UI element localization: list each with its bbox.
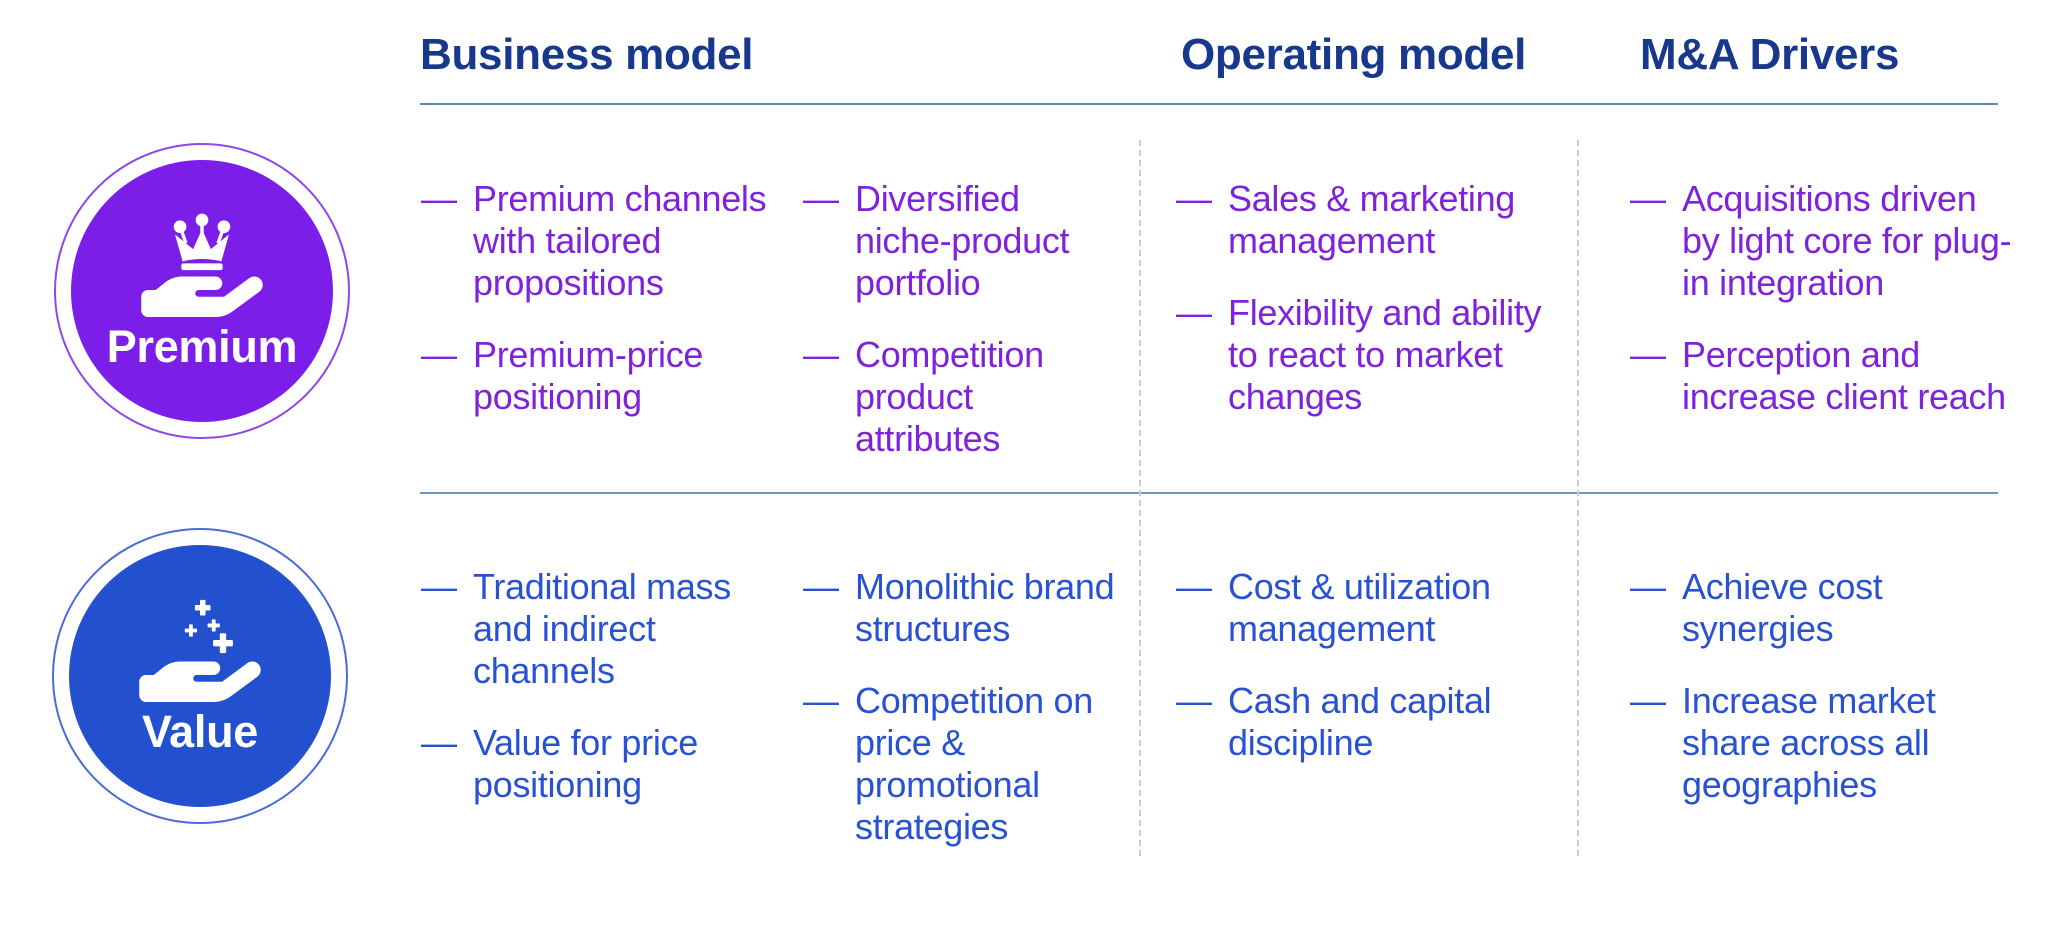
bullet-dash: — — [803, 680, 839, 721]
column-header-business-model: Business model — [420, 30, 754, 79]
crown-in-hand-icon — [141, 209, 263, 317]
bullet-text: Traditional mass and indirect channels — [473, 566, 731, 691]
bullet-dash: — — [1176, 566, 1212, 607]
bullet-item: — Diversified niche-product portfolio — [803, 178, 1115, 304]
bullet-text: Acquisitions driven by light core for pl… — [1682, 178, 2012, 303]
bullet-text: Competition on price & promotional strat… — [855, 680, 1093, 847]
value-badge-circle: Value — [69, 545, 331, 807]
bullet-dash: — — [1630, 178, 1666, 219]
bullet-dash: — — [1176, 178, 1212, 219]
cell-premium-business-model-a: — Premium channels with tailored proposi… — [421, 178, 793, 418]
header-underline — [420, 103, 1998, 105]
bullet-item: — Traditional mass and indirect channels — [421, 566, 793, 692]
column-divider-1 — [1139, 140, 1141, 856]
bullet-item: — Increase market share across all geogr… — [1630, 680, 2022, 806]
premium-badge: Premium — [54, 143, 350, 439]
cell-value-ma-drivers: — Achieve cost synergies — Increase mark… — [1630, 566, 2022, 806]
bullet-item: — Competition on price & promotional str… — [803, 680, 1115, 848]
premium-badge-circle: Premium — [71, 160, 333, 422]
bullet-dash: — — [803, 334, 839, 375]
bullet-text: Cash and capital discipline — [1228, 680, 1492, 763]
bullet-item: — Cash and capital discipline — [1176, 680, 1572, 764]
bullet-dash: — — [421, 722, 457, 763]
bullet-item: — Premium channels with tailored proposi… — [421, 178, 793, 304]
cell-value-business-model-a: — Traditional mass and indirect channels… — [421, 566, 793, 806]
cell-value-operating-model: — Cost & utilization management — Cash a… — [1176, 566, 1572, 764]
bullet-dash: — — [421, 566, 457, 607]
bullet-text: Premium channels with tailored propositi… — [473, 178, 767, 303]
bullet-text: Diversified niche-product portfolio — [855, 178, 1070, 303]
bullet-item: — Flexibility and ability to react to ma… — [1176, 292, 1572, 418]
bullet-dash: — — [421, 334, 457, 375]
cell-premium-business-model-b: — Diversified niche-product portfolio — … — [803, 178, 1115, 460]
cell-premium-operating-model: — Sales & marketing management — Flexibi… — [1176, 178, 1572, 418]
bullet-text: Achieve cost synergies — [1682, 566, 1883, 649]
bullet-dash: — — [1630, 334, 1666, 375]
bullet-dash: — — [803, 178, 839, 219]
value-badge: Value — [52, 528, 348, 824]
bullet-text: Premium-price positioning — [473, 334, 704, 417]
bullet-item: — Competition product attributes — [803, 334, 1115, 460]
sparkles-in-hand-icon — [139, 594, 261, 702]
bullet-dash: — — [421, 178, 457, 219]
premium-badge-label: Premium — [106, 321, 298, 372]
bullet-text: Competition product attributes — [855, 334, 1044, 459]
bullet-item: — Perception and increase client reach — [1630, 334, 2022, 418]
bullet-dash: — — [1176, 292, 1212, 333]
bullet-text: Increase market share across all geograp… — [1682, 680, 1936, 805]
bullet-item: — Achieve cost synergies — [1630, 566, 2022, 650]
bullet-text: Value for price positioning — [473, 722, 698, 805]
bullet-item: — Value for price positioning — [421, 722, 793, 806]
bullet-text: Monolithic brand structures — [855, 566, 1115, 649]
bullet-item: — Premium-price positioning — [421, 334, 793, 418]
bullet-item: — Acquisitions driven by light core for … — [1630, 178, 2022, 304]
column-header-ma-drivers: M&A Drivers — [1640, 30, 1900, 79]
row-divider — [420, 492, 1998, 494]
value-badge-label: Value — [141, 706, 259, 757]
bullet-item: — Sales & marketing management — [1176, 178, 1572, 262]
cell-premium-ma-drivers: — Acquisitions driven by light core for … — [1630, 178, 2022, 418]
bullet-dash: — — [1630, 680, 1666, 721]
bullet-text: Perception and increase client reach — [1682, 334, 2006, 417]
bullet-dash: — — [1630, 566, 1666, 607]
bullet-dash: — — [803, 566, 839, 607]
bullet-text: Cost & utilization management — [1228, 566, 1491, 649]
bullet-item: — Cost & utilization management — [1176, 566, 1572, 650]
column-header-operating-model: Operating model — [1181, 30, 1527, 79]
bullet-text: Flexibility and ability to react to mark… — [1228, 292, 1542, 417]
bullet-text: Sales & marketing management — [1228, 178, 1516, 261]
bullet-dash: — — [1176, 680, 1212, 721]
bullet-item: — Monolithic brand structures — [803, 566, 1115, 650]
cell-value-business-model-b: — Monolithic brand structures — Competit… — [803, 566, 1115, 848]
column-divider-2 — [1577, 140, 1579, 856]
